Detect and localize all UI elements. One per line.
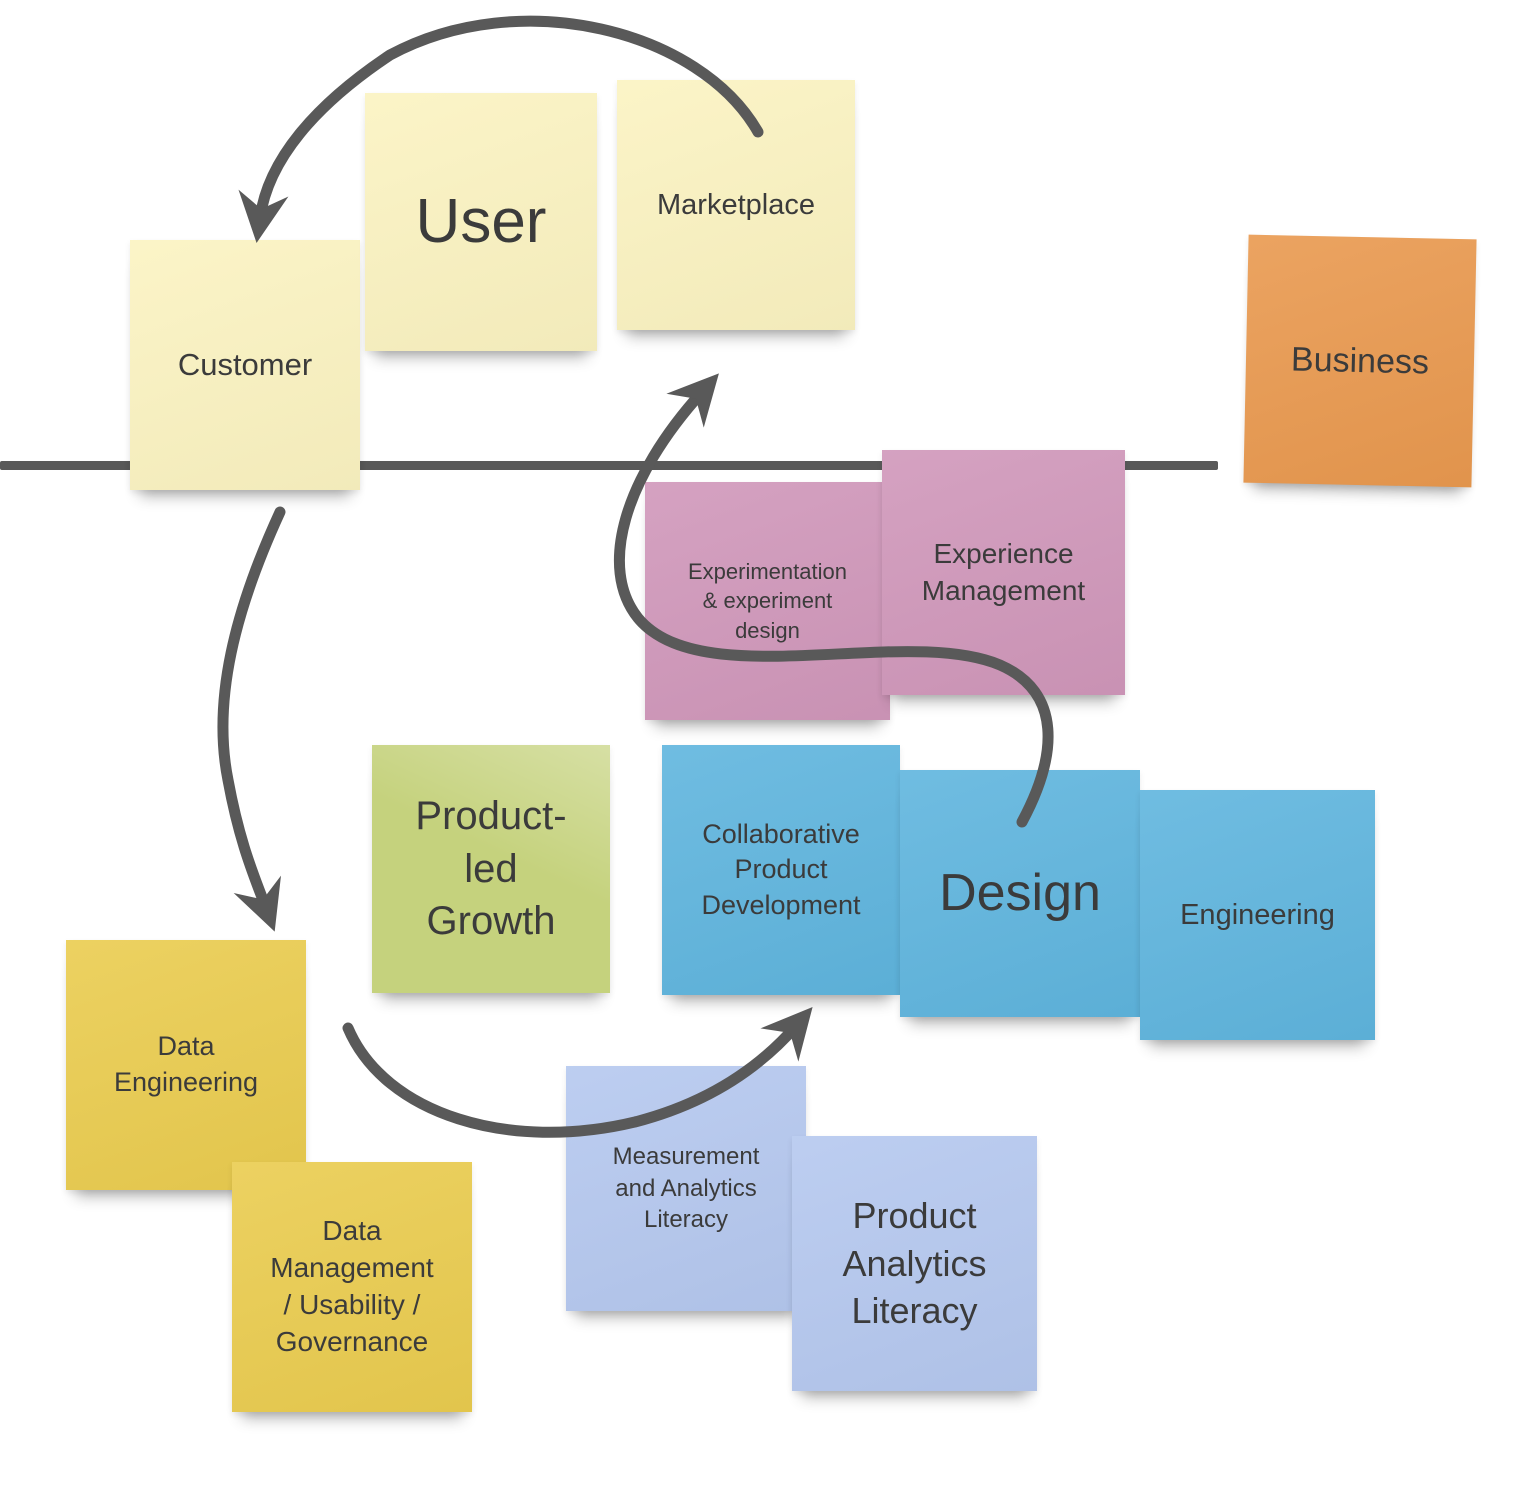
sticky-note-measurement-analytics-literacy[interactable]: Measurement and Analytics Literacy [566,1066,806,1311]
note-label: Product Analytics Literacy [842,1195,987,1332]
sticky-note-marketplace[interactable]: Marketplace [617,80,855,330]
note-label: Data Management / Usability / Governance [270,1215,434,1357]
sticky-note-experience-management[interactable]: Experience Management [882,450,1125,695]
sticky-note-customer[interactable]: Customer [130,240,360,490]
note-label: Design [939,864,1101,923]
note-label: Product- led Growth [415,793,567,944]
sticky-note-experimentation[interactable]: Experimentation & experiment design [645,482,890,720]
sticky-note-product-analytics-literacy[interactable]: Product Analytics Literacy [792,1136,1037,1391]
sticky-note-data-engineering[interactable]: Data Engineering [66,940,306,1190]
note-label: Experimentation & experiment design [688,559,847,643]
sticky-note-user[interactable]: User [365,93,597,351]
sticky-note-business[interactable]: Business [1243,234,1477,488]
note-label: Experience Management [921,537,1086,606]
note-label: Engineering [1180,898,1335,931]
note-label: Marketplace [657,188,815,221]
note-label: Data Engineering [113,1031,259,1097]
note-label: Customer [177,346,313,382]
horizontal-axis-line [0,461,1218,470]
sticky-note-product-led-growth[interactable]: Product- led Growth [372,745,610,993]
note-label: Business [1290,340,1430,382]
sticky-note-data-management[interactable]: Data Management / Usability / Governance [232,1162,472,1412]
arrow-customer-to-data-engineering [217,506,286,932]
note-label: User [415,187,547,257]
note-label: Collaborative Product Development [701,818,861,920]
sticky-note-collaborative-product-development[interactable]: Collaborative Product Development [662,745,900,995]
sticky-note-engineering[interactable]: Engineering [1140,790,1375,1040]
note-label: Measurement and Analytics Literacy [612,1142,760,1234]
sticky-note-design[interactable]: Design [900,770,1140,1017]
